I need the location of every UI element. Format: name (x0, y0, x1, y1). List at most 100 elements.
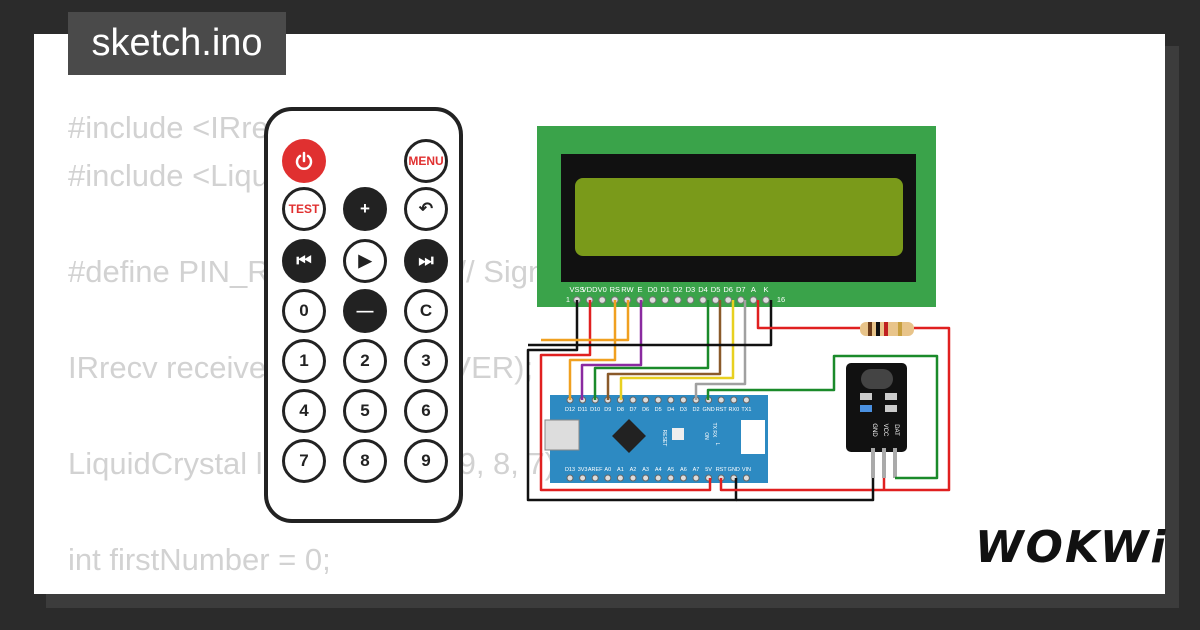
nano-top-pin-label: D4 (667, 407, 674, 413)
remote-button-eight[interactable]: 8 (343, 439, 387, 483)
remote-button-four[interactable]: 4 (282, 389, 326, 433)
remote-button-five[interactable]: 5 (343, 389, 387, 433)
remote-button-back[interactable]: ↶ (404, 187, 448, 231)
nano-bottom-pin[interactable] (692, 474, 700, 482)
ir-pin-label: GND (871, 423, 877, 437)
nano-top-pin-label: RST (716, 407, 728, 413)
remote-button-label: 4 (299, 401, 309, 420)
nano-bottom-pin-label: RST (716, 467, 728, 473)
nano-bottom-pin[interactable] (604, 474, 612, 482)
remote-button-label: MENU (408, 154, 444, 168)
nano-top-pin[interactable] (717, 396, 725, 404)
resistor-band-2 (876, 322, 880, 336)
nano-top-pin-label: GND (702, 407, 714, 413)
nano-top-pin[interactable] (742, 396, 750, 404)
nano-bottom-pin-label: A7 (693, 467, 700, 473)
nano-top-pin-label: D10 (590, 407, 600, 413)
remote-button-plus[interactable]: + (343, 187, 387, 231)
lcd-pin[interactable] (724, 296, 733, 304)
nano-top-pin-label: D3 (680, 407, 687, 413)
nano-bottom-pin-label: GND (728, 467, 740, 473)
wokwi-logo: WOKWi (975, 522, 1168, 573)
remote-button-minus[interactable]: — (343, 289, 387, 333)
nano-bottom-pin[interactable] (566, 474, 574, 482)
nano-bottom-pin[interactable] (667, 474, 675, 482)
wire (619, 300, 735, 400)
remote-button-two[interactable]: 2 (343, 339, 387, 383)
remote-button-c[interactable]: C (404, 289, 448, 333)
lcd-pin[interactable] (661, 296, 670, 304)
nano-top-pin[interactable] (629, 396, 637, 404)
lcd-pin[interactable] (699, 296, 707, 304)
nano-bottom-pin-label: A2 (630, 467, 637, 473)
nano-bottom-pin[interactable] (591, 474, 599, 482)
remote-button-label: ▶ (358, 251, 372, 270)
resistor-band-1 (868, 322, 872, 336)
nano-top-pin-label: RX0 (728, 407, 739, 413)
nano-bottom-pin[interactable] (616, 474, 624, 482)
nano-top-pin-label: D12 (565, 407, 575, 413)
lcd-pin-label: A (751, 285, 756, 294)
nano-chip-label: RESET (661, 430, 667, 447)
nano-top-pin-label: D9 (604, 407, 611, 413)
lcd-pin[interactable] (598, 296, 607, 304)
remote-button-seven[interactable]: 7 (282, 439, 326, 483)
sketch-title: sketch.ino (68, 12, 286, 75)
remote-button-label: 6 (421, 401, 431, 420)
remote-button-three[interactable]: 3 (404, 339, 448, 383)
lcd-pin-label: D5 (711, 285, 721, 294)
lcd-pin-label: D7 (736, 285, 746, 294)
remote-button-play[interactable]: ▶ (343, 239, 387, 283)
nano-top-pin[interactable] (730, 396, 738, 404)
wire (593, 300, 710, 400)
lcd-pin-label: RS (610, 285, 620, 294)
nano-top-pin-label: D7 (629, 407, 636, 413)
remote-button-one[interactable]: 1 (282, 339, 326, 383)
nano-bottom-pin[interactable] (642, 474, 650, 482)
remote-button-menu[interactable]: MENU (404, 139, 448, 183)
reset-button[interactable] (672, 428, 684, 440)
icsp-header (741, 420, 765, 454)
nano-chip (612, 419, 646, 453)
nano-top-pin[interactable] (667, 396, 675, 404)
lcd-pin-label: D2 (673, 285, 683, 294)
power-icon (295, 151, 313, 170)
resistor-band-4 (898, 322, 902, 336)
remote-button-power[interactable] (282, 139, 326, 183)
remote-button-six[interactable]: 6 (404, 389, 448, 433)
nano-bottom-pin[interactable] (742, 474, 750, 482)
lcd-pin[interactable] (648, 296, 657, 304)
nano-bottom-pin-label: A3 (642, 467, 649, 473)
ir-led-4 (885, 405, 897, 412)
nano-bottom-pin[interactable] (679, 474, 687, 482)
ir-led-2 (885, 393, 897, 400)
nano-top-pin[interactable] (679, 396, 687, 404)
remote-button-label: 1 (299, 351, 309, 370)
wire (606, 300, 722, 400)
nano-top-pin[interactable] (642, 396, 650, 404)
lcd-pin[interactable] (686, 296, 695, 304)
wire (541, 300, 630, 342)
nano-top-pin[interactable] (654, 396, 662, 404)
remote-button-nine[interactable]: 9 (404, 439, 448, 483)
nano-chip-label: TX RX (711, 423, 717, 438)
remote-button-prev[interactable]: ⏮ (282, 239, 326, 283)
nano-bottom-pin[interactable] (629, 474, 637, 482)
lcd-pin[interactable] (674, 296, 682, 304)
nano-bottom-pin[interactable] (654, 474, 662, 482)
remote-button-test[interactable]: TEST (282, 187, 326, 231)
ir-receiver-board (846, 363, 907, 452)
ir-pin-label: VCC (882, 424, 888, 437)
remote-button-zero[interactable]: 0 (282, 289, 326, 333)
lcd-pin[interactable] (762, 296, 770, 304)
remote-button-label: C (419, 301, 433, 320)
lcd-pin[interactable] (711, 296, 720, 304)
lcd-pin-first: 1 (566, 295, 570, 304)
lcd-pin[interactable] (737, 296, 745, 304)
nano-bottom-pin[interactable] (579, 474, 587, 482)
arduino-nano-board (550, 395, 768, 483)
remote-button-next[interactable]: ⏭ (404, 239, 448, 283)
nano-bottom-pin-label: A4 (655, 467, 662, 473)
lcd-pin[interactable] (749, 296, 758, 304)
